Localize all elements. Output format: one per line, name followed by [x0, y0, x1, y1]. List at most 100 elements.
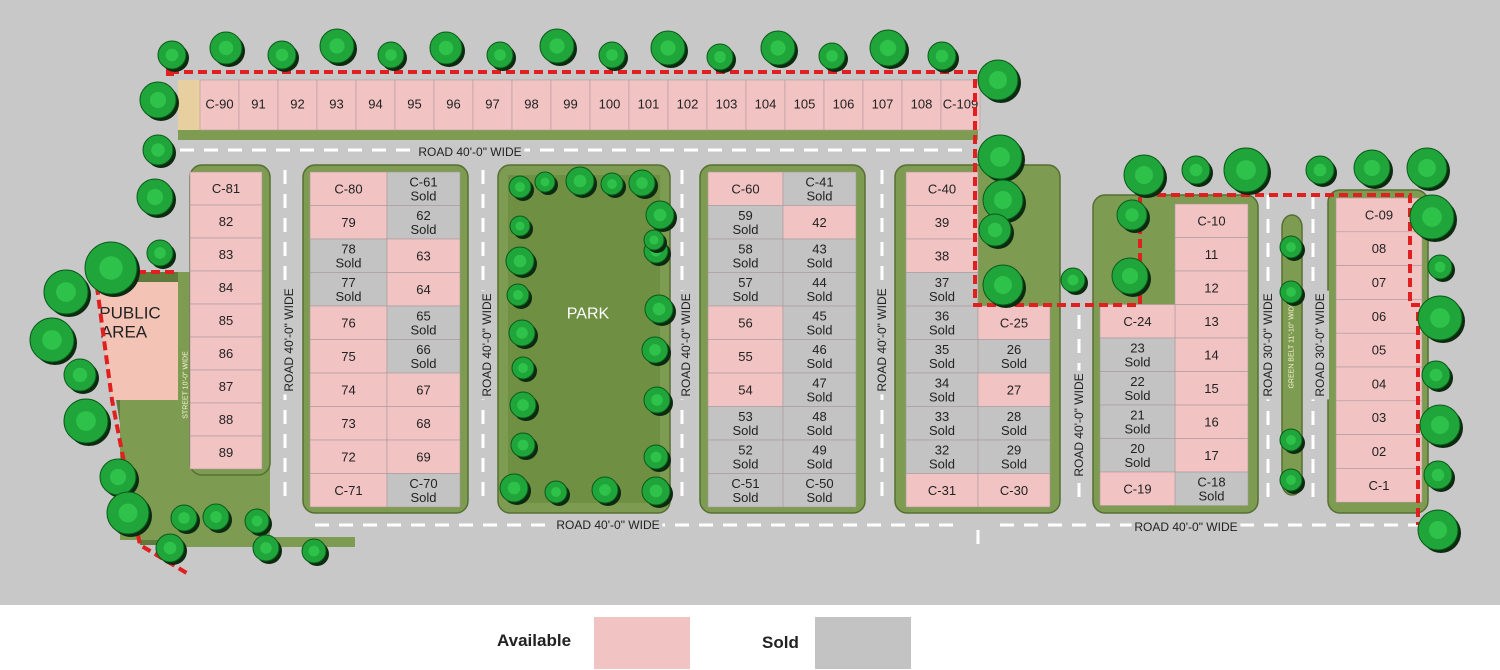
top-row-number: 98: [524, 97, 538, 112]
tree: [760, 30, 798, 68]
block-7-plot-cell: [1335, 231, 1423, 266]
block-2-left-plot-number: 72: [341, 449, 355, 464]
top-row-cell: [823, 79, 864, 131]
top-row-number: C-90: [205, 97, 233, 112]
block-5-left-plot-number: 33: [935, 409, 949, 424]
block-2-left-plot-number: 73: [341, 416, 355, 431]
tree: [1406, 147, 1450, 191]
tree: [209, 31, 245, 67]
green-belt-label: GREEN BELT 11'-10" WIDE: [1289, 301, 1296, 388]
top-row-cell: [433, 79, 474, 131]
road-label-v7-bg: [1311, 290, 1329, 400]
legend-sold-label: Sold: [762, 633, 799, 652]
block-6-left-plot-status: Sold: [1124, 354, 1150, 369]
public-area-label-2: AREA: [101, 323, 148, 342]
tree: [267, 40, 299, 72]
block-6-right-plot-number: C-10: [1197, 213, 1225, 228]
block-4-left-plot-cell: [707, 238, 784, 273]
block-2-right-plot-cell: [386, 171, 461, 206]
block-2-left-plot-number: C-71: [334, 483, 362, 498]
top-row-cell: [745, 79, 786, 131]
tree: [508, 175, 534, 201]
block-5-right-plot-number: 27: [1007, 382, 1021, 397]
top-row-number: 93: [329, 97, 343, 112]
block-6-right-plot-number: 16: [1204, 414, 1218, 429]
top-row-number: 96: [446, 97, 460, 112]
block-2-right-plot-cell: [386, 473, 461, 508]
block-5-left-plot-status: Sold: [929, 389, 955, 404]
boundary-corner: [166, 68, 174, 76]
block-7-plot-cell: [1335, 265, 1423, 300]
block-4-right-plot-cell: [782, 171, 857, 206]
block-4-right-plot-status: Sold: [806, 456, 832, 471]
block-5-right-plot-status: Sold: [1001, 356, 1027, 371]
block-1-plot-cell: [189, 204, 263, 239]
top-row-number: 99: [563, 97, 577, 112]
block-6-right-plot-number: 15: [1204, 381, 1218, 396]
road-label-bottom-right: ROAD 40'-0" WIDE: [1134, 520, 1237, 534]
top-row-cell: [550, 79, 591, 131]
block-7-plot-number: C-1: [1369, 478, 1390, 493]
tree: [1419, 404, 1463, 448]
block-1-plot-cell: [189, 402, 263, 437]
block-4-left-plot-cell: [707, 305, 784, 340]
block-5-left-plot-cell: [905, 272, 979, 307]
block-4-right-plot-cell: [782, 238, 857, 273]
block-1-plot-number: 83: [219, 247, 233, 262]
tree: [598, 41, 628, 71]
top-row-number: 97: [485, 97, 499, 112]
block-2-right-plot-number: 68: [416, 416, 430, 431]
block-7-plot-cell: [1335, 400, 1423, 435]
block-7-plot-number: 02: [1372, 444, 1386, 459]
street-label: STREET 10'-0" WIDE: [183, 351, 190, 419]
tree: [1116, 199, 1150, 233]
tree: [644, 294, 676, 326]
tree: [377, 41, 407, 71]
block-5-left-plot-cell: [905, 238, 979, 273]
tree: [170, 504, 200, 534]
block-4-right-plot-cell: [782, 406, 857, 441]
block-6-right-plot-number: 14: [1204, 347, 1218, 362]
road-label-top: ROAD 40'-0" WIDE: [418, 145, 521, 159]
block-5-left-plot-cell: [905, 372, 979, 407]
top-row-number: 91: [251, 97, 265, 112]
tree: [643, 386, 673, 416]
tree: [1060, 267, 1088, 295]
road-label-v3-bg: [677, 290, 695, 400]
tree: [591, 476, 621, 506]
block-4-right-plot-status: Sold: [806, 389, 832, 404]
block-2-right-plot-number: 63: [416, 248, 430, 263]
block-6-right-plot-cell: [1174, 237, 1249, 272]
block-4-right-plot-status: Sold: [806, 255, 832, 270]
block-2-left-plot-number: 79: [341, 215, 355, 230]
block-4-right-plot-number: 47: [812, 375, 826, 390]
block-4-right-plot-number: 43: [812, 241, 826, 256]
block-7-plot-cell: [1335, 434, 1423, 469]
block-2-left-plot-cell: [309, 272, 388, 307]
block-1-plot-cell: [189, 435, 263, 470]
tree: [1181, 155, 1213, 187]
tree: [244, 508, 272, 536]
block-2-right-plot-number: 67: [416, 382, 430, 397]
tree: [509, 215, 533, 239]
block-5-right-plot-number: 26: [1007, 342, 1021, 357]
block-5-right-plot-status: Sold: [1001, 456, 1027, 471]
tree: [84, 241, 140, 297]
block-7-plot-cell: [1335, 299, 1423, 334]
block-6-left-plot-cell: [1099, 337, 1176, 372]
top-row-number: 106: [833, 97, 855, 112]
block-4-right-plot-cell: [782, 439, 857, 474]
block-4-left-plot-number: 58: [738, 241, 752, 256]
block-7-plot-number: 06: [1372, 309, 1386, 324]
road-label-v5: ROAD 40'-0" WIDE: [1072, 373, 1086, 476]
tree: [645, 200, 677, 232]
block-4-right-plot-number: C-50: [805, 476, 833, 491]
block-5-left-plot-number: 39: [935, 215, 949, 230]
tree: [510, 432, 538, 460]
block-6-left-plot-number: C-24: [1123, 314, 1151, 329]
green-strip-top: [178, 130, 978, 140]
block-4-right-plot-cell: [782, 473, 857, 508]
tree: [202, 503, 232, 533]
tree: [977, 59, 1021, 103]
block-6-left-plot-number: 20: [1130, 441, 1144, 456]
